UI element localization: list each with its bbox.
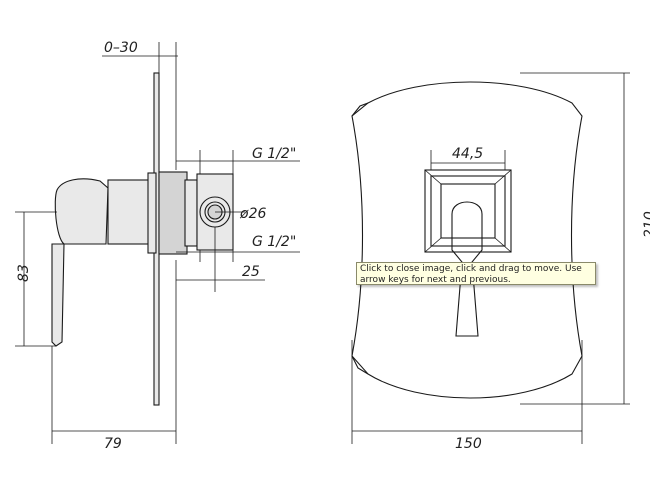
dim-plate-height: 210: [642, 211, 650, 238]
dim-cartridge-width: 44,5: [452, 146, 483, 162]
side-view: 0–30 G 1/2" ø26 G 1/2" 25 83 79: [15, 40, 300, 452]
dim-handle-height: 83: [16, 264, 32, 282]
image-viewer-tooltip[interactable]: Click to close image, click and drag to …: [356, 262, 596, 285]
dim-thread-top: G 1/2": [252, 146, 296, 162]
dim-depth: 25: [242, 264, 260, 280]
tooltip-text: Click to close image, click and drag to …: [360, 264, 582, 285]
dim-total-depth: 79: [104, 436, 122, 452]
dim-plate-offset: 0–30: [104, 40, 138, 56]
dim-diameter: ø26: [239, 206, 266, 222]
dim-thread-bottom: G 1/2": [252, 234, 296, 250]
dim-plate-width: 150: [455, 436, 482, 452]
